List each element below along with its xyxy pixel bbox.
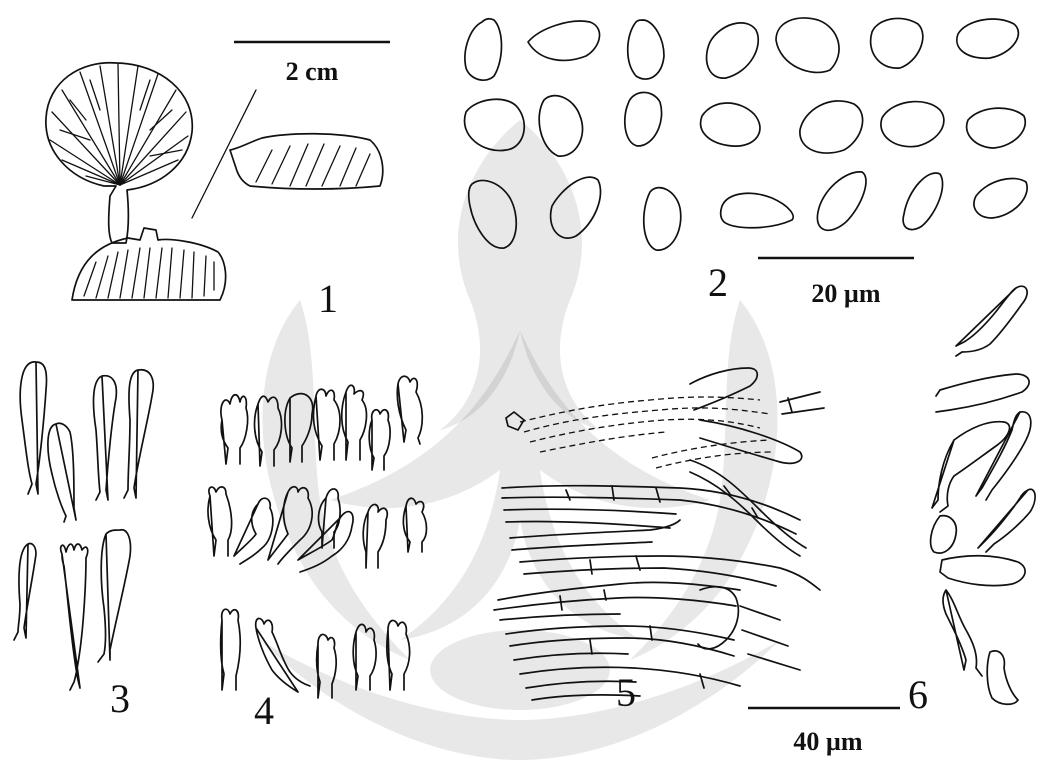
fig5-number: 5 (616, 670, 636, 715)
fig2-spores-row2 (465, 92, 1026, 156)
fig1-scale-label: 2 cm (286, 57, 339, 86)
fig1-gills-lines (50, 64, 188, 185)
fig3-6-scale-label: 40 µm (793, 727, 862, 756)
fig2-spores-row1 (465, 18, 1018, 80)
fig1-number: 1 (318, 276, 338, 321)
fig3-cystidia (14, 362, 153, 690)
fig3-number: 3 (110, 676, 130, 721)
watermark-emblem (260, 120, 780, 760)
fig2-number: 2 (708, 260, 728, 305)
fig6-number: 6 (908, 672, 928, 717)
fig1-basidiomata (46, 63, 383, 300)
fig4-row1 (221, 376, 422, 470)
fig2-scale-label: 20 µm (811, 279, 880, 308)
fig4-number: 4 (254, 688, 274, 733)
fig1-side-ribs (84, 248, 214, 298)
fig1-upper-ribs (256, 144, 370, 186)
fig6-caulocystidia (931, 286, 1035, 704)
